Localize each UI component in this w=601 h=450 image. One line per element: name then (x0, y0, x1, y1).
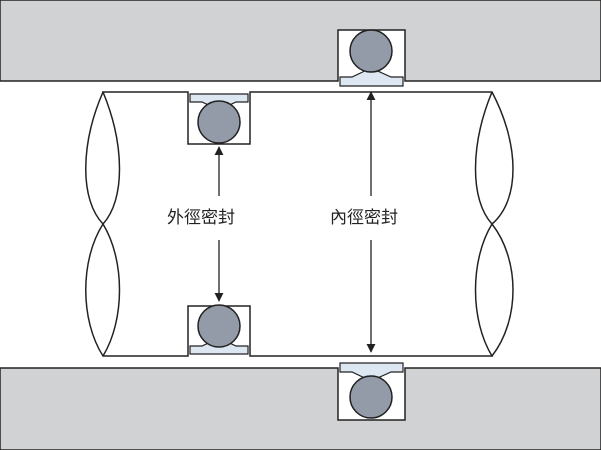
seal-lip (339, 67, 404, 87)
seal-lip (339, 362, 404, 382)
outer-seal-top (189, 93, 249, 144)
o-ring (197, 100, 241, 144)
o-ring (197, 304, 241, 348)
shaft-body (85, 91, 514, 357)
upper-housing (0, 0, 601, 82)
outer-seal-bottom (189, 304, 249, 355)
left-break-line (85, 91, 121, 357)
inner-seal-label: 內徑密封 (327, 207, 401, 229)
inner-seal-bottom (339, 362, 404, 419)
o-ring (349, 375, 393, 419)
inner-seal-top (339, 29, 404, 87)
lower-housing (0, 367, 601, 450)
o-ring (349, 29, 393, 73)
right-break-line (474, 91, 514, 357)
outer-seal-label: 外徑密封 (164, 207, 238, 229)
